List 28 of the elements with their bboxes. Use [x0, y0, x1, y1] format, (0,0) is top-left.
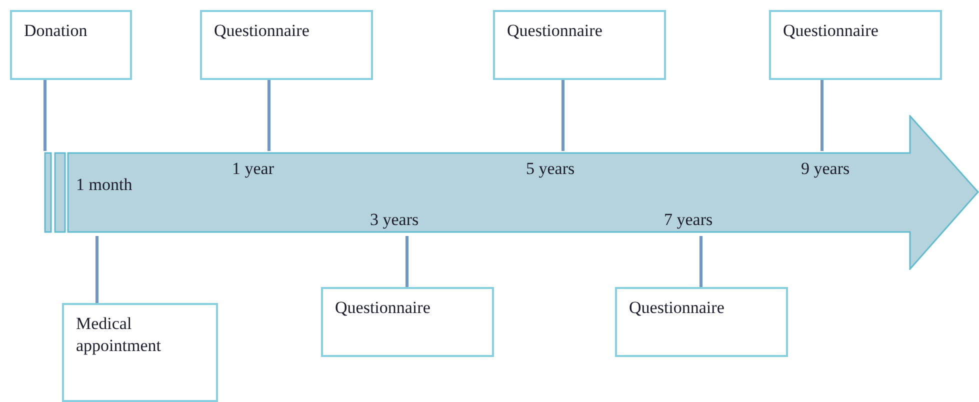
connector-line	[44, 80, 46, 151]
connector-line	[268, 80, 270, 151]
connector-line	[96, 236, 98, 303]
time-label: 3 years	[370, 211, 419, 228]
event-text: Questionnaire	[629, 297, 726, 319]
time-label: 5 years	[526, 160, 575, 177]
time-label: 1 month	[76, 176, 132, 193]
connector-line	[820, 80, 824, 151]
event-box	[769, 10, 942, 80]
timeline-arrow	[44, 115, 979, 270]
event-text: Medical appointment	[76, 313, 162, 357]
event-box	[62, 303, 218, 402]
time-label: 1 year	[232, 160, 274, 177]
event-text: Donation	[24, 20, 88, 42]
connector-line	[700, 236, 702, 287]
event-text: Questionnaire	[335, 297, 432, 319]
event-box	[493, 10, 666, 80]
connector-line	[406, 236, 408, 287]
event-box	[10, 10, 132, 80]
event-text: Questionnaire	[783, 20, 880, 42]
event-box	[321, 287, 494, 357]
event-box	[615, 287, 788, 357]
event-text: Questionnaire	[214, 20, 310, 42]
event-text: Questionnaire	[507, 20, 604, 42]
event-box	[200, 10, 373, 80]
time-label: 7 years	[664, 211, 713, 228]
connector-line	[562, 80, 564, 151]
time-label: 9 years	[801, 160, 850, 177]
